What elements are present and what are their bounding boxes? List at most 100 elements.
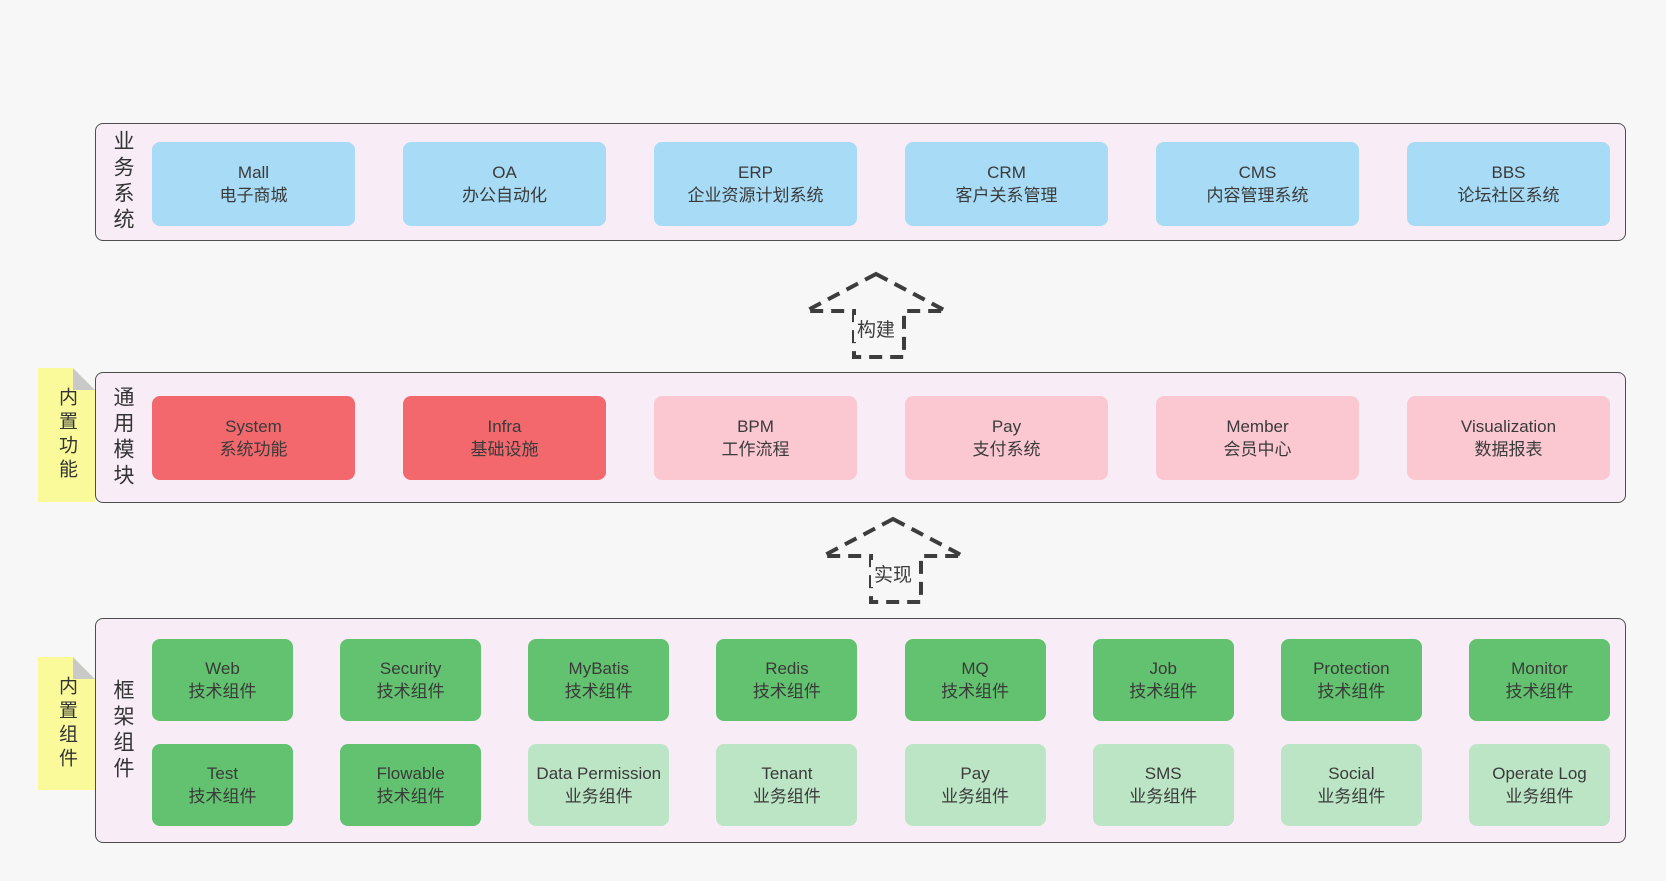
component-box-web: Web 技术组件 bbox=[152, 639, 293, 721]
box-desc: 业务组件 bbox=[564, 787, 633, 806]
box-desc: 业务组件 bbox=[1317, 787, 1386, 806]
box-desc: 技术组件 bbox=[188, 787, 257, 806]
builtin-components-label: 内置组件 bbox=[56, 675, 77, 772]
box-desc: 业务组件 bbox=[1129, 787, 1198, 806]
box-desc: 业务组件 bbox=[941, 787, 1010, 806]
component-box-sms: SMS 业务组件 bbox=[1092, 744, 1234, 826]
biz-components-row: Test 技术组件 Flowable 技术组件 Data Permission … bbox=[152, 744, 1610, 826]
box-desc: 技术组件 bbox=[564, 682, 633, 701]
box-desc: 技术组件 bbox=[376, 787, 445, 806]
component-box-job: Job 技术组件 bbox=[1092, 639, 1234, 721]
box-name: Social bbox=[1328, 764, 1375, 783]
box-name: Data Permission bbox=[536, 764, 662, 783]
box-desc: 技术组件 bbox=[1129, 682, 1198, 701]
box-name: BPM bbox=[737, 417, 774, 436]
box-name: Tenant bbox=[761, 764, 813, 783]
box-desc: 客户关系管理 bbox=[955, 186, 1058, 205]
box-name: Infra bbox=[487, 417, 522, 436]
box-desc: 业务组件 bbox=[752, 787, 821, 806]
folded-corner-icon bbox=[73, 368, 95, 390]
box-name: Test bbox=[206, 764, 239, 783]
box-desc: 会员中心 bbox=[1223, 440, 1292, 459]
build-arrow-icon: 构建 bbox=[803, 271, 949, 360]
box-desc: 系统功能 bbox=[219, 440, 288, 459]
component-box-flowable: Flowable 技术组件 bbox=[340, 744, 482, 826]
box-name: System bbox=[225, 417, 282, 436]
box-desc: 技术组件 bbox=[752, 682, 821, 701]
business-layer-label: 业务系统 bbox=[111, 130, 134, 234]
box-desc: 基础设施 bbox=[470, 440, 539, 459]
module-box-infra: Infra 基础设施 bbox=[403, 396, 606, 480]
box-name: MyBatis bbox=[568, 659, 630, 678]
component-box-tenant: Tenant 业务组件 bbox=[716, 744, 858, 826]
component-box-test: Test 技术组件 bbox=[152, 744, 293, 826]
box-desc: 业务组件 bbox=[1505, 787, 1574, 806]
box-name: Web bbox=[205, 659, 240, 678]
tech-components-row: Web 技术组件 Security 技术组件 MyBatis 技术组件 Redi… bbox=[152, 639, 1610, 721]
implement-arrow-label: 实现 bbox=[870, 560, 916, 587]
box-desc: 工作流程 bbox=[721, 440, 790, 459]
module-layer-label: 通用模块 bbox=[111, 385, 134, 490]
business-systems-panel: 业务系统 Mall 电子商城 OA 办公自动化 ERP 企业资源计划系统 CRM… bbox=[95, 123, 1626, 241]
box-desc: 技术组件 bbox=[188, 682, 257, 701]
box-name: MQ bbox=[961, 659, 989, 678]
box-name: CMS bbox=[1238, 163, 1277, 182]
common-modules-row: System 系统功能 Infra 基础设施 BPM 工作流程 Pay 支付系统… bbox=[152, 396, 1610, 480]
system-box-cms: CMS 内容管理系统 bbox=[1156, 142, 1359, 226]
box-desc: 技术组件 bbox=[1317, 682, 1386, 701]
builtin-features-sticky-note: 内置功能 bbox=[38, 368, 95, 502]
box-name: Visualization bbox=[1460, 417, 1557, 436]
component-box-pay: Pay 业务组件 bbox=[904, 744, 1046, 826]
box-name: Job bbox=[1149, 659, 1177, 678]
component-box-operate-log: Operate Log 业务组件 bbox=[1468, 744, 1610, 826]
box-desc: 技术组件 bbox=[376, 682, 445, 701]
system-box-mall: Mall 电子商城 bbox=[152, 142, 355, 226]
box-desc: 技术组件 bbox=[1505, 682, 1574, 701]
component-box-social: Social 业务组件 bbox=[1280, 744, 1422, 826]
box-name: Member bbox=[1226, 417, 1289, 436]
box-desc: 内容管理系统 bbox=[1206, 186, 1309, 205]
box-name: Security bbox=[379, 659, 442, 678]
component-box-redis: Redis 技术组件 bbox=[716, 639, 858, 721]
component-box-monitor: Monitor 技术组件 bbox=[1468, 639, 1610, 721]
builtin-features-label: 内置功能 bbox=[56, 387, 77, 483]
module-box-member: Member 会员中心 bbox=[1156, 396, 1359, 480]
box-name: CRM bbox=[987, 163, 1026, 182]
framework-components-panel: 框架组件 Web 技术组件 Security 技术组件 MyBatis 技术组件… bbox=[95, 618, 1626, 843]
module-box-system: System 系统功能 bbox=[152, 396, 355, 480]
builtin-components-sticky-note: 内置组件 bbox=[38, 657, 95, 790]
box-desc: 论坛社区系统 bbox=[1457, 186, 1560, 205]
box-name: SMS bbox=[1144, 764, 1182, 783]
implement-arrow-icon: 实现 bbox=[820, 516, 966, 605]
box-name: Flowable bbox=[376, 764, 445, 783]
system-box-bbs: BBS 论坛社区系统 bbox=[1407, 142, 1610, 226]
box-name: OA bbox=[492, 163, 517, 182]
box-name: Operate Log bbox=[1492, 764, 1587, 783]
component-box-mq: MQ 技术组件 bbox=[904, 639, 1046, 721]
system-box-crm: CRM 客户关系管理 bbox=[905, 142, 1108, 226]
box-desc: 数据报表 bbox=[1474, 440, 1543, 459]
box-name: Monitor bbox=[1511, 659, 1568, 678]
up-arrow-shape bbox=[822, 516, 964, 604]
box-name: ERP bbox=[738, 163, 773, 182]
component-layer-label: 框架组件 bbox=[111, 678, 134, 783]
module-box-visualization: Visualization 数据报表 bbox=[1407, 396, 1610, 480]
box-name: Redis bbox=[765, 659, 809, 678]
box-desc: 技术组件 bbox=[941, 682, 1010, 701]
module-box-bpm: BPM 工作流程 bbox=[654, 396, 857, 480]
folded-corner-icon bbox=[73, 657, 95, 679]
build-arrow-label: 构建 bbox=[853, 315, 899, 342]
box-desc: 电子商城 bbox=[219, 186, 288, 205]
component-box-mybatis: MyBatis 技术组件 bbox=[528, 639, 670, 721]
system-box-oa: OA 办公自动化 bbox=[403, 142, 606, 226]
box-name: Protection bbox=[1313, 659, 1390, 678]
component-box-security: Security 技术组件 bbox=[340, 639, 482, 721]
component-box-protection: Protection 技术组件 bbox=[1280, 639, 1422, 721]
box-name: Pay bbox=[991, 417, 1022, 436]
business-systems-row: Mall 电子商城 OA 办公自动化 ERP 企业资源计划系统 CRM 客户关系… bbox=[152, 142, 1610, 226]
box-desc: 企业资源计划系统 bbox=[687, 186, 824, 205]
box-desc: 支付系统 bbox=[972, 440, 1041, 459]
module-box-pay: Pay 支付系统 bbox=[905, 396, 1108, 480]
box-desc: 办公自动化 bbox=[462, 186, 547, 205]
up-arrow-shape bbox=[805, 271, 947, 359]
